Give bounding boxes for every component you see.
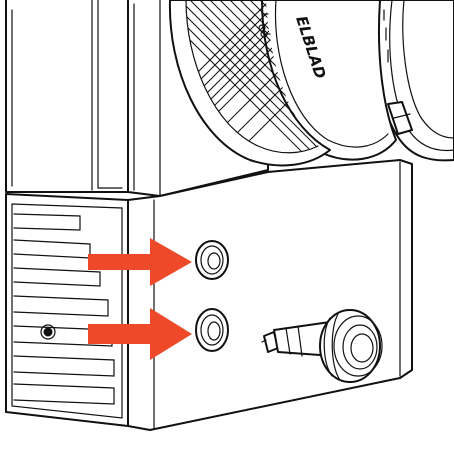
cable-release-plug [261,309,383,383]
lower-socket [195,308,229,352]
upper-socket-arrow [88,238,192,286]
film-back-screw [40,324,56,340]
lower-socket-arrow [88,308,192,360]
lens-scale-marks [258,9,389,63]
lens-release-tab [387,101,413,135]
camera-lower-body [5,159,413,431]
lens-barrel [168,0,454,167]
upper-socket [195,240,229,280]
